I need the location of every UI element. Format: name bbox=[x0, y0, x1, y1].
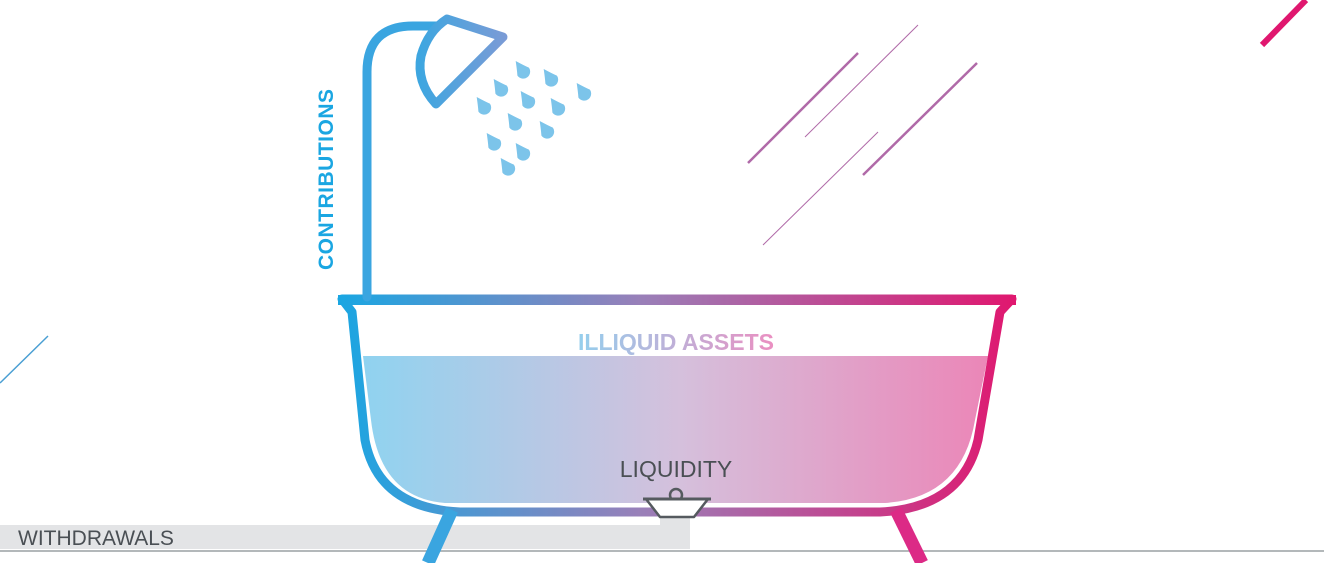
bathtub-rim bbox=[338, 295, 1016, 305]
drain-plug-icon bbox=[643, 487, 711, 519]
water-drop-icon bbox=[576, 82, 592, 101]
water-drop-icon bbox=[543, 68, 559, 87]
water-drop-icon bbox=[500, 157, 516, 176]
reflection-lines bbox=[747, 24, 978, 246]
withdrawals-pipe bbox=[0, 503, 690, 549]
water-drop-icon bbox=[515, 142, 531, 161]
left-accent-line bbox=[0, 335, 49, 384]
bathtub-outline bbox=[337, 294, 1017, 517]
water-drop-icon bbox=[520, 90, 536, 109]
water-drop-icon bbox=[476, 96, 492, 115]
water-drop-icon bbox=[507, 112, 523, 131]
contributions-pipe bbox=[362, 21, 445, 302]
corner-accent-line bbox=[1259, 0, 1309, 48]
water-drop-icon bbox=[515, 60, 531, 79]
liquidity-label: LIQUIDITY bbox=[620, 456, 732, 482]
illiquid-assets-label: ILLIQUID ASSETS bbox=[578, 329, 774, 355]
water-drop-icon bbox=[486, 132, 502, 151]
water-drop-icon bbox=[493, 78, 509, 97]
water-drop-icon bbox=[539, 120, 555, 139]
water-fill bbox=[363, 356, 988, 503]
water-drops bbox=[476, 60, 592, 176]
water-drop-icon bbox=[550, 97, 566, 116]
contributions-label: CONTRIBUTIONS bbox=[315, 89, 338, 271]
withdrawals-label: WITHDRAWALS bbox=[18, 527, 174, 550]
shower-head-icon bbox=[415, 14, 508, 109]
tub-leg-left bbox=[422, 507, 458, 563]
tub-leg-right bbox=[890, 507, 928, 563]
